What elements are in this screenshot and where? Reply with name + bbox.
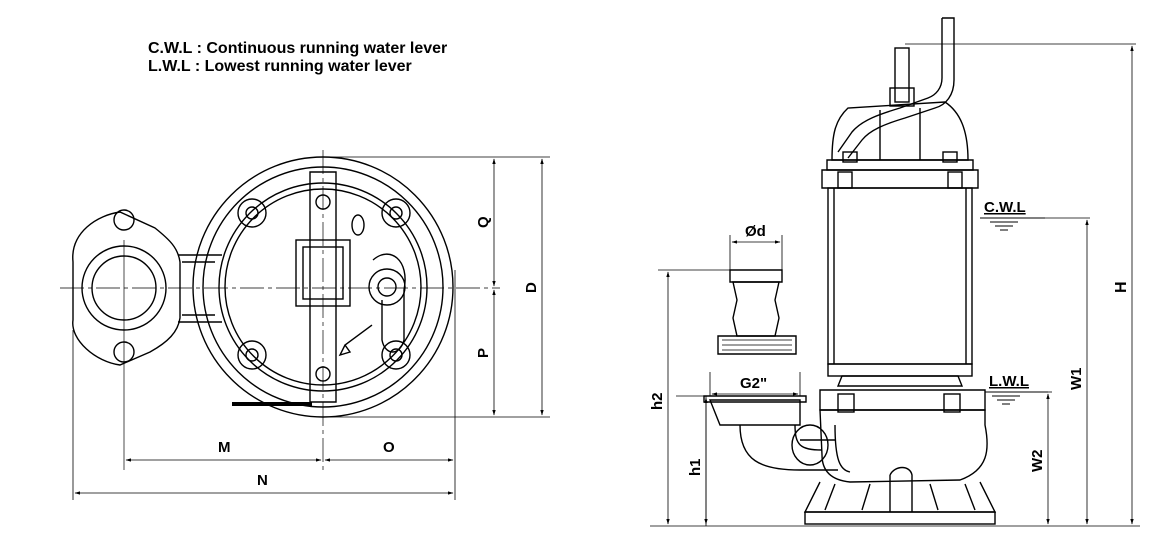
motor-cover [826,101,974,171]
pump-base [803,466,997,525]
dim-H-label: H [1113,281,1130,293]
discharge-flange [72,209,222,366]
dim-W2-label: W2 [1029,450,1046,473]
dim-M-label: M [218,439,231,456]
motor-flange [821,169,979,189]
dim-W1-label: W1 [1068,368,1085,391]
legend: C.W.L : Continuous running water lever L… [148,40,447,76]
dim-Q-label: Q [475,216,492,228]
discharge-elbow [703,395,838,471]
dim-h1-label: h1 [687,458,704,476]
top-centerlines [60,150,500,470]
pump-flange [819,363,986,413]
power-cable [837,17,955,159]
dim-O-label: O [383,439,395,456]
top-view [60,150,550,500]
motor-body [827,187,973,365]
dim-h2-label: h2 [649,392,666,410]
dim-P-label: P [475,348,492,358]
dim-phi-d-label: Ød [745,223,766,240]
legend-cwl: C.W.L : Continuous running water lever [148,40,448,57]
dim-g2-label: G2" [740,375,767,392]
lwl-label: L.W.L [989,373,1029,390]
side-view [650,17,1140,527]
dim-N-label: N [257,472,268,489]
legend-lwl: L.W.L : Lowest running water lever [148,58,412,75]
cwl-label: C.W.L [984,199,1026,216]
water-level-markers [980,217,1048,405]
dim-D-label: D [523,282,540,293]
hose-connector [717,269,797,355]
volute-casing [791,409,988,483]
